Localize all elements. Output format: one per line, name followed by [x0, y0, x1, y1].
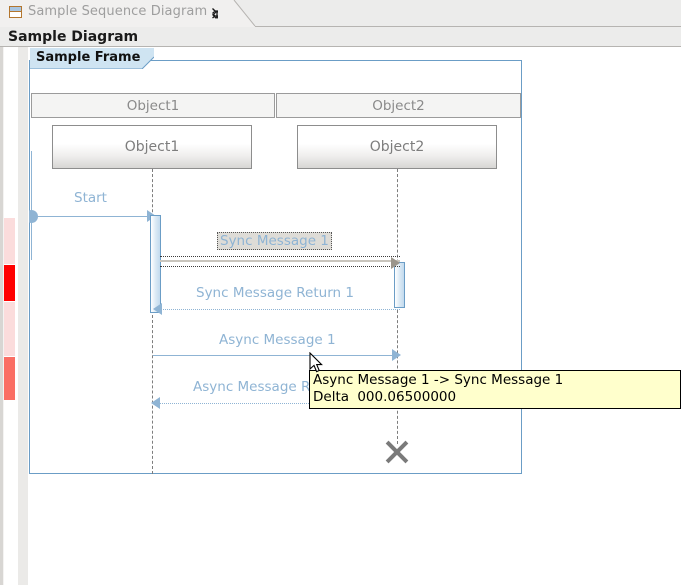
message-line-start[interactable]: [31, 216, 155, 217]
ruler-shadow: [0, 47, 3, 585]
activation-bar-object1[interactable]: [150, 215, 161, 313]
lifeline-box-label: Object2: [369, 139, 425, 155]
message-line-sync-message-return-1[interactable]: [157, 309, 400, 310]
arrow-head-sync-message-return-1: [153, 303, 162, 315]
tooltip-line-1: Async Message 1 -> Sync Message 1: [313, 372, 564, 388]
arrow-head-async-message-1: [392, 349, 401, 361]
lifeline-box-object1[interactable]: Object1: [52, 125, 252, 169]
tooltip-delta-label: Delta: [313, 389, 350, 405]
arrow-head-async-message-return-1: [151, 397, 160, 409]
message-line-sync-message-1[interactable]: [160, 260, 400, 262]
message-line-async-message-return-1[interactable]: [155, 403, 399, 404]
ruler-edge: [3, 47, 4, 585]
message-line-async-message-1[interactable]: [153, 355, 399, 356]
ruler-marker[interactable]: [4, 265, 15, 301]
lifeline-header-label: Object1: [126, 97, 180, 114]
ruler-marker[interactable]: [4, 302, 15, 356]
tooltip: Async Message 1 -> Sync Message 1 Delta …: [309, 370, 681, 409]
lifeline-header-object1[interactable]: Object1: [31, 93, 275, 118]
ruler-marker[interactable]: [4, 357, 15, 400]
page-title: Sample Diagram: [8, 29, 139, 45]
lifeline-object1[interactable]: [152, 169, 153, 474]
message-selection-top: [160, 256, 400, 257]
tab-slant-edge: [218, 0, 256, 27]
ruler-gap: [16, 47, 18, 585]
tooltip-delta-value: 000.06500000: [357, 389, 457, 405]
lifeline-box-object2[interactable]: Object2: [297, 125, 497, 169]
lifeline-header-label: Object2: [372, 97, 425, 114]
ruler-right-edge: [28, 47, 29, 585]
overview-ruler-track[interactable]: [18, 47, 28, 585]
lifeline-header-object2[interactable]: Object2: [276, 93, 521, 118]
tab-title: Sample Sequence Diagram: [28, 4, 208, 19]
message-label-start[interactable]: Start: [74, 190, 107, 206]
diagram-window-icon: [9, 6, 22, 18]
destroy-x-icon[interactable]: [383, 438, 411, 466]
sequence-frame[interactable]: [29, 60, 522, 474]
breadcrumb-bar: Sample Diagram: [0, 27, 681, 47]
mouse-cursor: [309, 351, 325, 376]
ruler-marker[interactable]: [4, 218, 15, 264]
message-selection-bottom: [160, 266, 400, 267]
lifeline-box-label: Object1: [124, 139, 180, 155]
message-label-async-message-1[interactable]: Async Message 1: [219, 332, 336, 348]
tooltip-line-2: Delta 000.06500000: [313, 389, 677, 406]
tab-sample-sequence-diagram[interactable]: Sample Sequence Diagram: [0, 0, 232, 27]
title-separator: [0, 46, 681, 47]
frame-label-tab[interactable]: Sample Frame: [30, 48, 155, 70]
arrow-head-sync-message-1: [391, 257, 400, 269]
frame-label-text: Sample Frame: [36, 50, 141, 65]
editor-tab-bar: Sample Sequence Diagram: [0, 0, 681, 27]
tab-bar-underline: [255, 26, 681, 27]
message-label-sync-message-return-1[interactable]: Sync Message Return 1: [196, 285, 354, 301]
diagram-canvas[interactable]: Sample Frame Object1 Object2 Object1 Obj…: [29, 47, 681, 585]
message-label-sync-message-1[interactable]: Sync Message 1: [217, 232, 332, 250]
found-message-anchor: [31, 151, 32, 260]
